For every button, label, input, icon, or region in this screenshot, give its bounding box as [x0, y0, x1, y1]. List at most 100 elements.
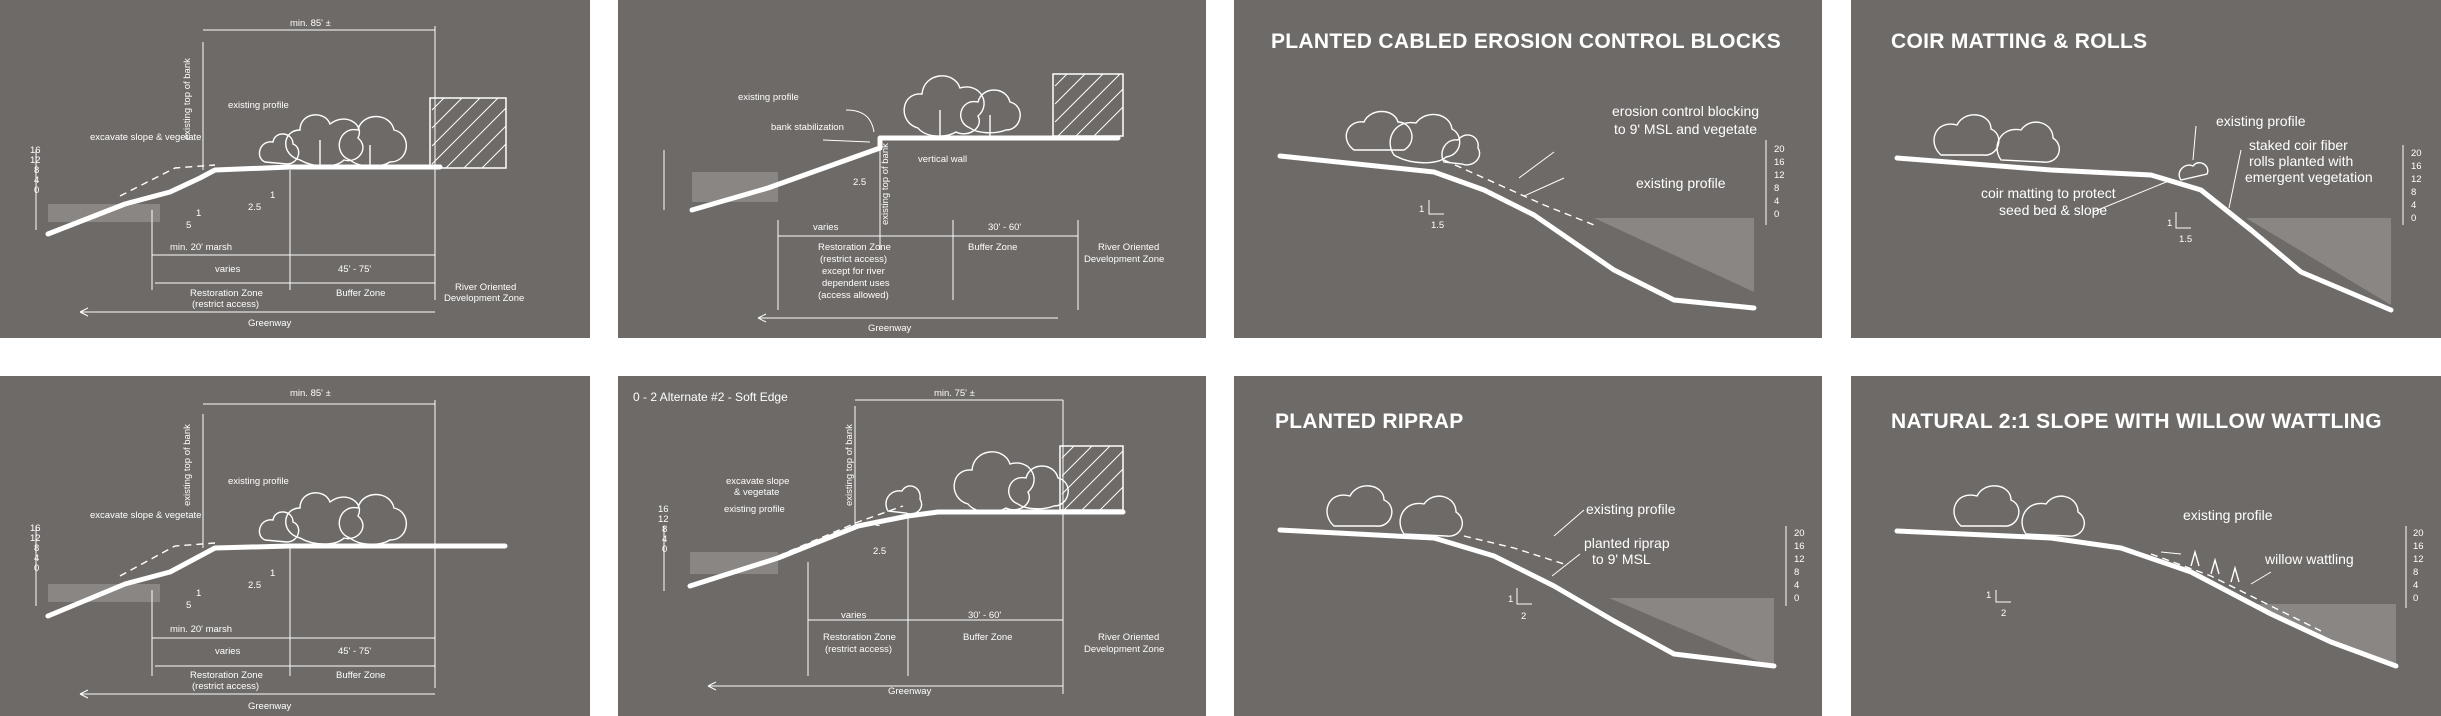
scale-12: 12: [30, 533, 41, 544]
dim-min75: min. 75' ±: [934, 388, 975, 399]
scale-20: 20: [2413, 528, 2424, 539]
scale-12: 12: [2413, 554, 2424, 565]
scale-12: 12: [30, 155, 41, 166]
dimension-lines: [854, 399, 1064, 694]
marsh-label: min. 20' marsh: [170, 242, 232, 253]
tree-icon: [285, 492, 364, 545]
section-drawing-h: existing profile willow wattling 1 2 20 …: [1894, 485, 2424, 669]
ground-profile: [1277, 527, 1777, 669]
staked-label-2: rolls planted with: [2249, 153, 2353, 169]
existing-profile-label: existing profile: [1636, 175, 1726, 191]
coir-label-2: seed bed & slope: [1999, 202, 2107, 218]
tree-icon: [285, 114, 364, 167]
excavate-label: excavate slope & vegetate: [90, 510, 201, 521]
scale-20: 20: [2411, 148, 2422, 159]
leader-lines: [1518, 151, 1565, 197]
slope-1: 1: [875, 518, 880, 529]
leader-lines: [2092, 125, 2242, 213]
tree-icon: [338, 493, 408, 545]
except-label-1: except for river: [822, 266, 885, 277]
scale-0: 0: [34, 185, 39, 196]
scale-8: 8: [2413, 567, 2418, 578]
erosion-label-1: erosion control blocking: [1612, 103, 1759, 119]
section-drawing-g: existing profile planted riprap to 9' MS…: [1277, 485, 1805, 669]
shrub-icon: [258, 511, 300, 543]
varies-label: varies: [813, 222, 839, 233]
staked-label-3: emergent vegetation: [2245, 169, 2373, 185]
panel-title: PLANTED CABLED EROSION CONTROL BLOCKS: [1271, 30, 1782, 53]
existing-profile-line: [1463, 535, 1565, 565]
building-hatch: [1054, 73, 1124, 137]
scale-20: 20: [1774, 144, 1785, 155]
zone-dividers: [151, 548, 291, 676]
zone-lines: [79, 254, 435, 317]
zone-lines: [707, 516, 1063, 691]
excavate-label-1: excavate slope: [726, 476, 789, 487]
scale-4: 4: [1794, 580, 1799, 591]
tree-icon: [1996, 121, 2061, 163]
existing-profile-label: existing profile: [2183, 507, 2273, 523]
scale-0: 0: [34, 563, 39, 574]
ground-profile: [1894, 155, 2394, 313]
zone-lines: [757, 220, 1079, 323]
scale-8: 8: [34, 165, 39, 176]
slope-1: 1: [1419, 204, 1424, 215]
scale-8: 8: [662, 524, 667, 535]
section-drawing-b: existing profile bank stabilization vert…: [663, 73, 1164, 334]
except-label-2: dependent uses: [822, 278, 890, 289]
scale-12: 12: [1774, 170, 1785, 181]
shrub-icon: [1441, 134, 1481, 166]
scale-0: 0: [1774, 209, 1779, 220]
section-drawing-c: erosion control blocking to 9' MSL and v…: [1277, 103, 1785, 311]
existing-profile-label: existing profile: [228, 100, 289, 111]
excavate-label-2: & vegetate: [734, 487, 779, 498]
greenway-label: Greenway: [248, 318, 292, 329]
vertical-wall-label: vertical wall: [918, 154, 967, 165]
varies-label: varies: [215, 264, 241, 275]
panel-willow-wattling: NATURAL 2:1 SLOPE WITH WILLOW WATTLING e…: [1851, 376, 2441, 716]
scale-16: 16: [2413, 541, 2424, 552]
panel-section-a: min. 85' ± existing top of bank existing…: [0, 0, 590, 338]
panel-section-f: 0 - 2 Alternate #2 - Soft Edge min. 75' …: [618, 376, 1206, 716]
dim-min85: min. 85' ±: [290, 18, 331, 29]
scale-20: 20: [1794, 528, 1805, 539]
restoration-zone-label: Restoration Zone: [823, 632, 896, 643]
slope-25: 2.5: [853, 177, 866, 188]
scale-4: 4: [662, 534, 667, 545]
dim-min85: min. 85' ±: [290, 388, 331, 399]
slope-1: 1: [2167, 218, 2172, 229]
tree-icon: [1345, 110, 1413, 151]
riprap-label-2: to 9' MSL: [1592, 551, 1651, 567]
tree-icon: [1953, 485, 2020, 527]
ground-profile: [45, 543, 508, 619]
varies-label: varies: [841, 610, 867, 621]
zone-dividers: [151, 170, 291, 290]
slope-5: 5: [186, 220, 191, 231]
tree-icon: [1933, 114, 2000, 156]
tree-icon: [953, 451, 1035, 513]
panel-title: COIR MATTING & ROLLS: [1891, 30, 2148, 53]
panel-coir-matting: COIR MATTING & ROLLS existing profile st…: [1851, 0, 2441, 338]
slope-1b: 1: [270, 568, 275, 579]
river-oriented-label: River Oriented: [1098, 632, 1159, 643]
slope-1: 1: [196, 208, 201, 219]
dist45-label: 45' - 75': [338, 646, 371, 657]
scale-0: 0: [2411, 213, 2416, 224]
section-drawing-a: min. 85' ± existing top of bank existing…: [30, 18, 524, 329]
slope-1: 1: [1986, 590, 1991, 601]
bank-label: bank stabilization: [771, 122, 844, 133]
scale-0: 0: [2413, 593, 2418, 604]
panel-planted-riprap: PLANTED RIPRAP existing profile planted …: [1234, 376, 1822, 716]
building-hatch: [431, 97, 507, 169]
tree-icon: [1008, 465, 1069, 510]
restrict-label: (restrict access): [192, 681, 259, 692]
slope-1: 1: [1508, 594, 1513, 605]
scale-4: 4: [2413, 580, 2418, 591]
existing-profile-label: existing profile: [2216, 113, 2306, 129]
building-block: [1052, 73, 1124, 137]
greenway-label: Greenway: [248, 701, 292, 712]
leader-lines: [822, 109, 875, 143]
dist30-label: 30' - 60': [988, 222, 1021, 233]
water-hatch: [1609, 598, 1774, 668]
slope-indicator: [1516, 588, 1532, 605]
